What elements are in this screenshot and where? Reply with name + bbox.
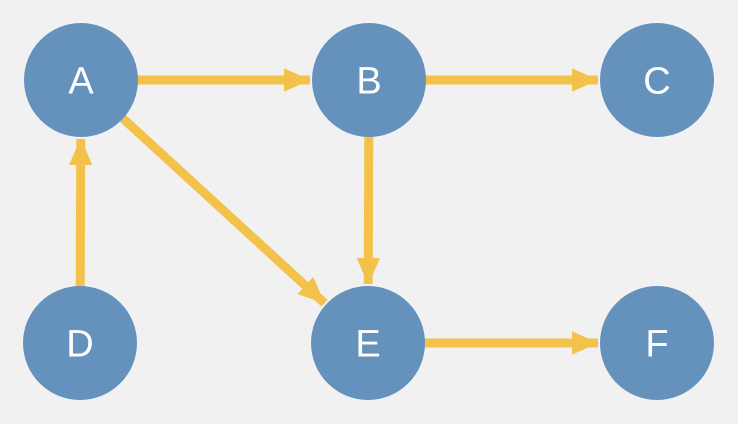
node-label-E: E — [355, 323, 380, 365]
edge-A-to-E — [119, 114, 328, 307]
node-label-C: C — [643, 60, 670, 102]
node-C — [600, 23, 714, 137]
node-label-D: D — [66, 323, 93, 365]
edge-B-to-E — [356, 135, 381, 285]
edge-D-to-A — [68, 138, 93, 288]
node-label-A: A — [68, 60, 94, 102]
node-D — [23, 286, 137, 400]
node-B — [312, 23, 426, 137]
node-label-B: B — [356, 60, 381, 102]
node-A — [24, 23, 138, 137]
node-label-F: F — [645, 323, 668, 365]
node-E — [311, 286, 425, 400]
node-F — [600, 286, 714, 400]
